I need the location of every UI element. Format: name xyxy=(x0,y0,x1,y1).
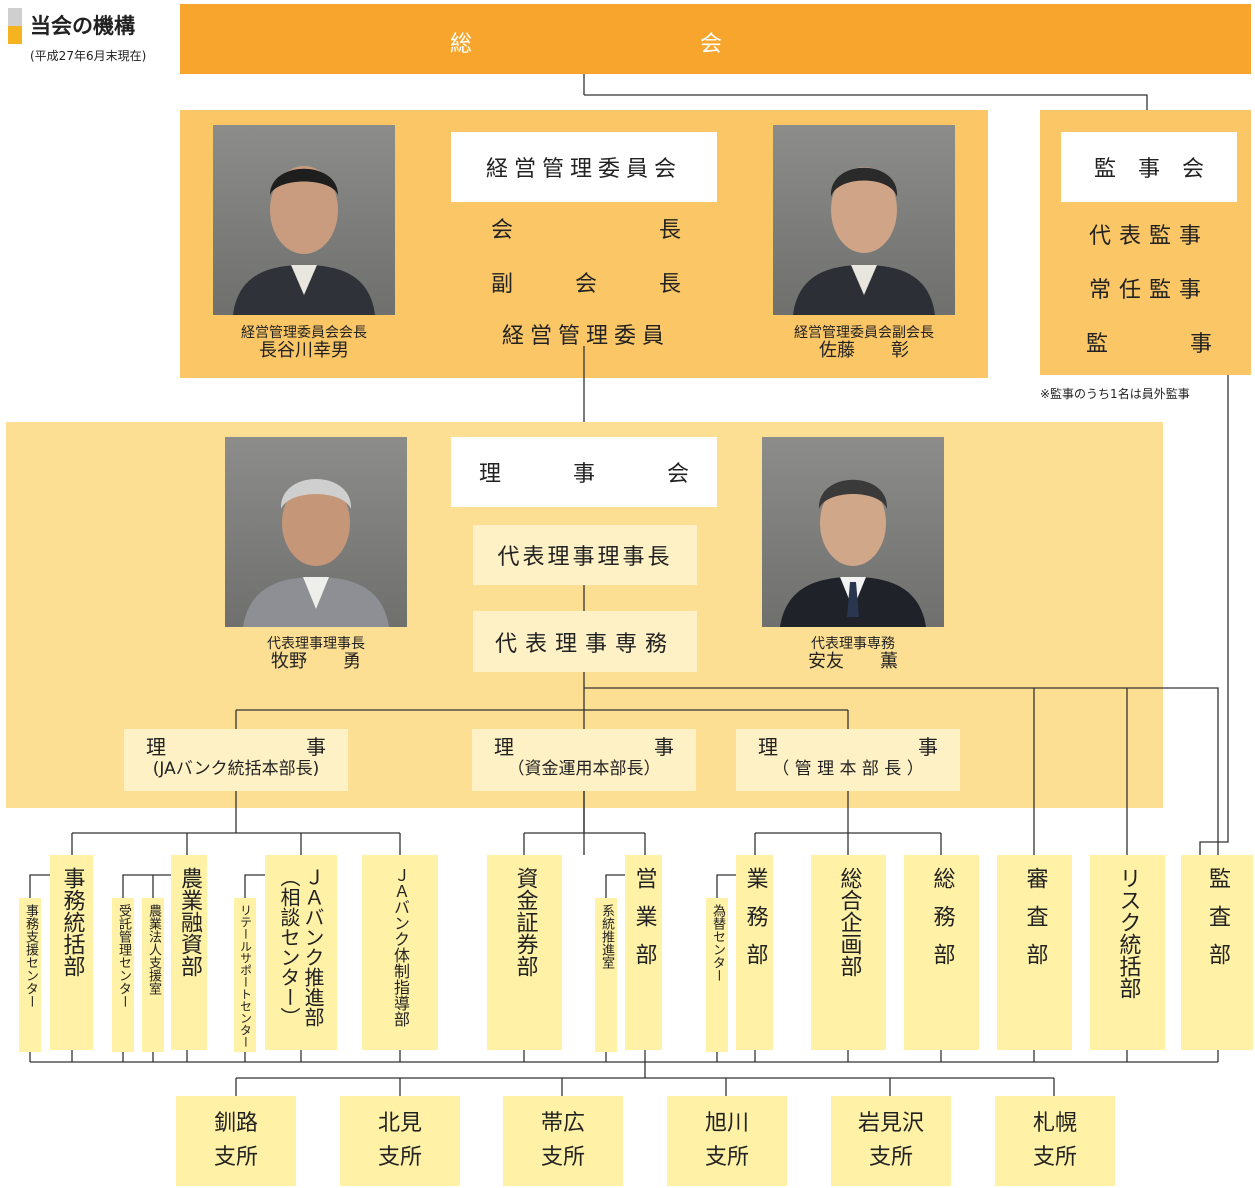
president-role: 代表理事理事長 xyxy=(267,636,365,652)
president-caption: 代表理事理事長 牧野 勇 xyxy=(216,636,416,672)
director-admin-right: 事 xyxy=(918,735,938,759)
role-vice-chairman: 副 会 長 xyxy=(491,266,681,298)
president-name: 牧野 勇 xyxy=(271,651,361,672)
management-committee-title: 経営管理委員会 xyxy=(451,132,717,202)
dept-risk: リスク統括部 xyxy=(1090,855,1165,1050)
dept-gyomu: 業務部 xyxy=(736,855,773,1050)
dept-keito: 系統推進室 xyxy=(595,898,617,1052)
vice-chairman-name: 佐藤 彰 xyxy=(819,340,909,361)
dept-jimu-support: 事務支援センター xyxy=(19,898,41,1052)
audit-role-standing: 常任監事 xyxy=(1088,278,1209,303)
director-ja-bank-sub: (JAバンク統括本部長) xyxy=(152,759,320,779)
branch-obihiro: 帯広支所 xyxy=(503,1096,623,1186)
senior-director-caption: 代表理事専務 安友 薫 xyxy=(753,636,953,672)
dept-retail: リテールサポートセンター xyxy=(234,898,256,1052)
dept-nogyo-hojin: 農業法人支援室 xyxy=(142,898,164,1052)
senior-director-role: 代表理事専務 xyxy=(811,636,895,652)
role-chairman-left: 会 xyxy=(491,218,514,243)
dept-shinsa: 審査部 xyxy=(997,855,1072,1050)
dept-nogyo-yushi: 農業融資部 xyxy=(171,855,207,1050)
director-fund-left: 理 xyxy=(494,735,514,759)
branch-asahikawa: 旭川支所 xyxy=(667,1096,787,1186)
senior-director-photo xyxy=(762,437,944,627)
audit-role-auditor-left: 監 xyxy=(1086,332,1109,357)
branch-iwamizawa: 岩見沢支所 xyxy=(831,1096,951,1186)
page-title: 当会の機構 xyxy=(30,14,135,38)
director-fund-right: 事 xyxy=(654,735,674,759)
general-assembly-label-left: 総 xyxy=(450,32,473,57)
role-vice-left: 副 xyxy=(491,272,514,297)
board-title: 理 事 会 xyxy=(451,437,717,507)
senior-director-box: 代表理事専務 xyxy=(473,611,697,672)
general-assembly-bar: 総 会 xyxy=(180,4,1251,74)
director-admin-left: 理 xyxy=(758,735,778,759)
dept-ja-shido: ＪＡバンク体制指導部 xyxy=(362,855,438,1050)
role-chairman: 会 長 xyxy=(491,212,681,244)
chairman-role: 経営管理委員会会長 xyxy=(241,325,367,341)
role-committee-member: 経営管理委員 xyxy=(501,324,670,349)
chairman-name: 長谷川幸男 xyxy=(259,340,349,361)
branch-kitami: 北見支所 xyxy=(340,1096,460,1186)
audit-note: ※監事のうち1名は員外監事 xyxy=(1040,387,1190,401)
role-vice-mid: 会 xyxy=(574,272,597,297)
dept-sogo: 総合企画部 xyxy=(811,855,886,1050)
director-fund: 理 事 （資金運用本部長） xyxy=(472,729,696,791)
board-title-left: 理 xyxy=(479,462,502,487)
dept-kansa: 監査部 xyxy=(1181,855,1253,1050)
dept-somu: 総務部 xyxy=(904,855,979,1050)
dept-eigyo: 営業部 xyxy=(625,855,662,1050)
vice-chairman-role: 経営管理委員会副会長 xyxy=(794,325,934,341)
chairman-photo xyxy=(213,125,395,315)
president-photo xyxy=(225,437,407,627)
chairman-caption: 経営管理委員会会長 長谷川幸男 xyxy=(203,325,405,361)
dept-jimu: 事務統括部 xyxy=(50,855,93,1050)
header-marker xyxy=(8,8,22,44)
director-admin: 理 事 （ 管 理 本 部 長 ） xyxy=(736,729,960,791)
general-assembly-label-right: 会 xyxy=(700,32,723,57)
board-title-mid: 事 xyxy=(572,462,595,487)
page-date: (平成27年6月末現在) xyxy=(30,49,147,63)
branch-sapporo: 札幌支所 xyxy=(995,1096,1115,1186)
dept-kawase: 為替センター xyxy=(706,898,728,1052)
president-box: 代表理事理事長 xyxy=(473,525,697,585)
audit-board-title: 監 事 会 xyxy=(1061,132,1237,202)
audit-role-representative: 代表監事 xyxy=(1088,224,1209,249)
vice-chairman-caption: 経営管理委員会副会長 佐藤 彰 xyxy=(758,325,970,361)
vice-chairman-photo xyxy=(773,125,955,315)
role-vice-right: 長 xyxy=(658,272,681,297)
audit-role-auditor-right: 事 xyxy=(1189,332,1212,357)
dept-juta: 受託管理センター xyxy=(112,898,134,1052)
director-fund-sub: （資金運用本部長） xyxy=(507,759,661,779)
director-ja-bank: 理 事 (JAバンク統括本部長) xyxy=(124,729,348,791)
senior-director-name: 安友 薫 xyxy=(808,651,898,672)
dept-shikin: 資金証券部 xyxy=(487,855,562,1050)
audit-role-auditor: 監 事 xyxy=(1086,326,1212,358)
role-chairman-right: 長 xyxy=(658,218,681,243)
branch-kushiro: 釧路支所 xyxy=(176,1096,296,1186)
dept-ja-suishin: ＪＡバンク推進部（相談センター） xyxy=(265,855,337,1050)
director-ja-bank-left: 理 xyxy=(146,735,166,759)
director-ja-bank-right: 事 xyxy=(306,735,326,759)
director-admin-sub: （ 管 理 本 部 長 ） xyxy=(772,759,924,779)
board-title-right: 会 xyxy=(666,462,689,487)
